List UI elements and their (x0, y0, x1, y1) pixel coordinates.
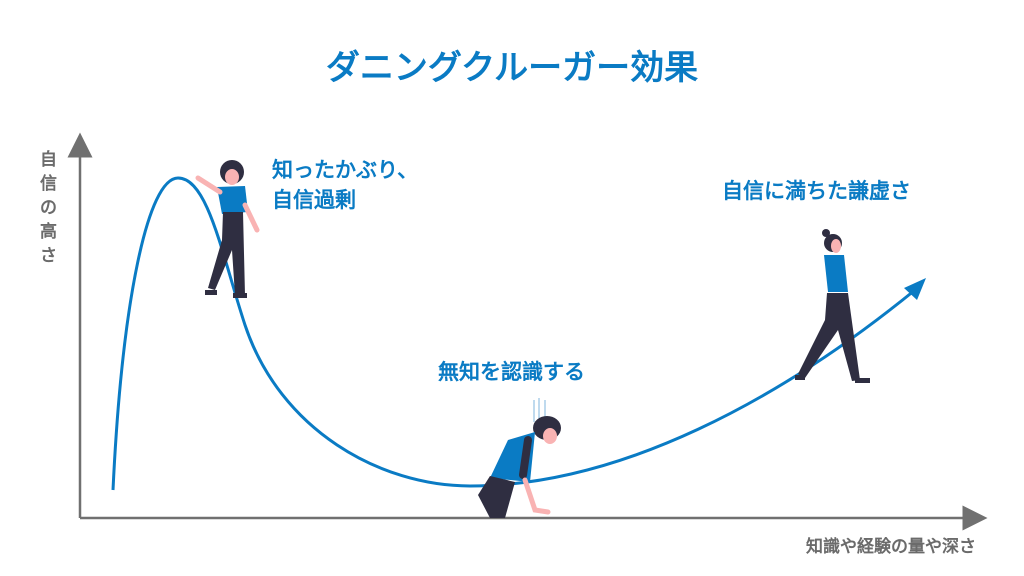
figure-confident (795, 229, 870, 383)
y-axis-label: 自信の高さ (40, 150, 57, 266)
stage-overconfidence-line1: 知ったかぶり、 (272, 158, 419, 182)
confidence-curve (111, 176, 916, 491)
curve-arrowhead-icon (904, 278, 926, 300)
stage-ignorance-label: 無知を認識する (438, 360, 585, 384)
page-title: ダニングクルーガー効果 (325, 48, 699, 88)
stage-overconfidence-label: 知ったかぶり、 自信過剰 (272, 155, 418, 215)
x-axis-label: 知識や経験の量や深さ (806, 537, 976, 557)
figure-overconfident (195, 160, 260, 298)
stage-overconfidence-line2: 自信過剰 (272, 188, 356, 212)
stage-humility-label: 自信に満ちた謙虚さ (722, 179, 911, 203)
figure-realizing (478, 398, 561, 518)
